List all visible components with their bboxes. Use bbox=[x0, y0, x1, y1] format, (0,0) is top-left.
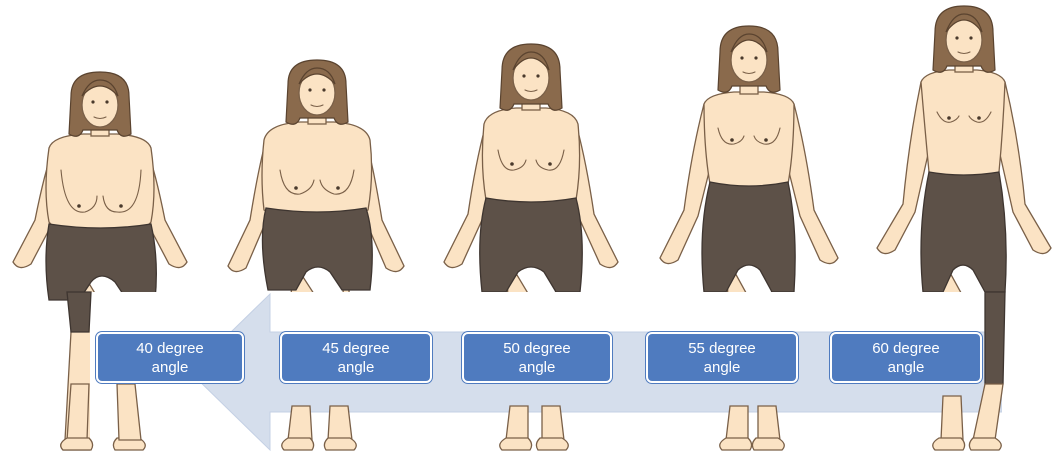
label-55-line2: angle bbox=[648, 358, 796, 377]
figure-40-lower-legs bbox=[5, 0, 195, 454]
label-50-line2: angle bbox=[464, 358, 610, 377]
label-45-degree: 45 degree angle bbox=[280, 332, 432, 383]
figure-45-feet bbox=[222, 0, 412, 454]
figure-60-lower-legs bbox=[873, 0, 1059, 454]
label-40-line2: angle bbox=[98, 358, 242, 377]
label-50-degree: 50 degree angle bbox=[462, 332, 612, 383]
label-45-line2: angle bbox=[282, 358, 430, 377]
label-60-degree: 60 degree angle bbox=[830, 332, 982, 383]
label-50-line1: 50 degree bbox=[464, 339, 610, 358]
label-60-line1: 60 degree bbox=[832, 339, 980, 358]
figure-50-feet bbox=[436, 0, 626, 454]
label-60-line2: angle bbox=[832, 358, 980, 377]
figure-55-feet bbox=[654, 0, 844, 454]
label-55-degree: 55 degree angle bbox=[646, 332, 798, 383]
label-40-line1: 40 degree bbox=[98, 339, 242, 358]
label-45-line1: 45 degree bbox=[282, 339, 430, 358]
label-55-line1: 55 degree bbox=[648, 339, 796, 358]
label-40-degree: 40 degree angle bbox=[96, 332, 244, 383]
